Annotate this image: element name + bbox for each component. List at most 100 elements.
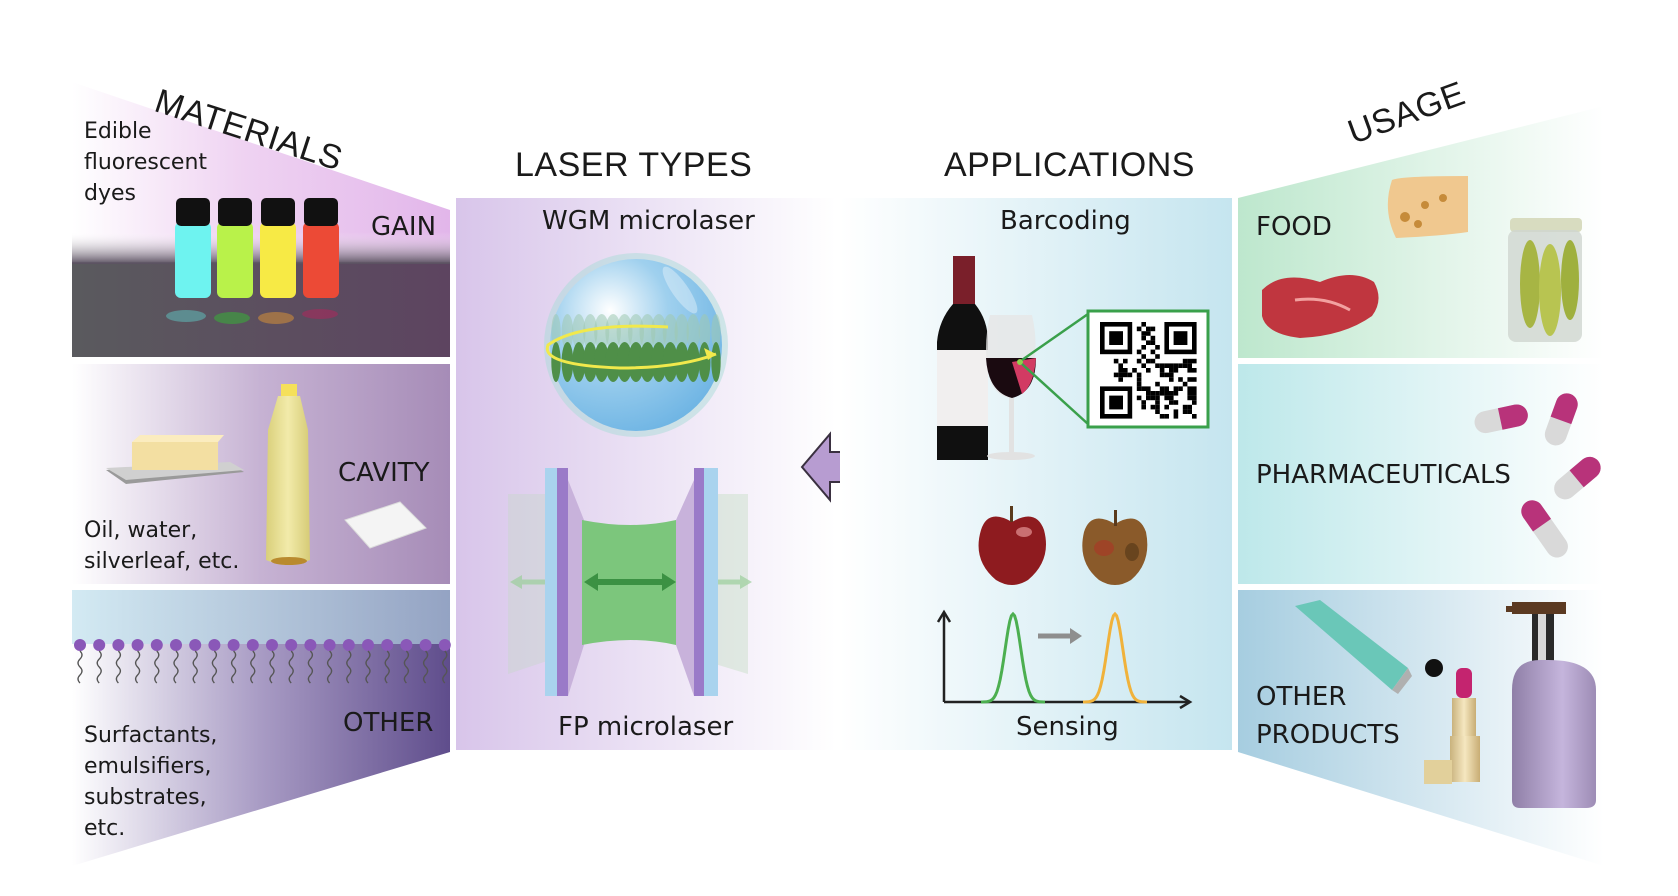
qr-module (1150, 326, 1156, 332)
surfactant-head (419, 639, 432, 651)
qr-module (1123, 358, 1128, 364)
surfactant-head (266, 639, 278, 651)
qr-module (1159, 386, 1165, 391)
silverleaf (344, 501, 427, 549)
pharmaceuticals-label: PHARMACEUTICALS (1256, 460, 1511, 490)
qr-module (1118, 363, 1123, 368)
mode-lobe-front (698, 342, 711, 382)
qr-module (1155, 345, 1160, 350)
surfactant-tail (230, 650, 237, 684)
qr-module (1146, 395, 1151, 401)
surfactant-tail (250, 650, 256, 684)
qr-code-icon (1086, 309, 1210, 429)
qr-module (1136, 395, 1142, 401)
surfactant-tail (403, 650, 410, 684)
wine-glass (986, 315, 1036, 460)
surfactant-head (227, 639, 240, 651)
qr-module (1192, 368, 1197, 373)
qr-module (1169, 368, 1174, 373)
mode-lobe-front (572, 342, 586, 382)
oil-bottle (266, 384, 310, 565)
surfactant-tail (422, 650, 429, 684)
surfactant-tail (115, 650, 122, 684)
qr-module (1164, 386, 1169, 391)
qr-module (1155, 363, 1160, 368)
mode-lobe-back (605, 314, 621, 350)
applications-panel (840, 198, 1232, 750)
qr-module (1169, 395, 1174, 401)
cheese-icon (1387, 176, 1468, 238)
qr-module (1141, 404, 1146, 410)
qr-module (1187, 358, 1192, 364)
surfactant-tail (288, 650, 294, 684)
qr-module (1187, 404, 1192, 410)
qr-module (1192, 400, 1197, 405)
qr-module (1159, 372, 1165, 378)
fp-cavity-illustration (508, 468, 752, 696)
mode-lobe-back (651, 314, 667, 350)
mode-lobe-back (674, 314, 689, 350)
qr-zoom-lines (1021, 312, 1089, 425)
applications-title: APPLICATIONS (944, 146, 1195, 184)
qr-module (1173, 409, 1179, 414)
qr-module (1187, 409, 1192, 414)
surfactant-head (150, 639, 163, 651)
surfactant-head (93, 639, 106, 651)
surfactant-head (400, 639, 413, 651)
qr-module (1146, 326, 1151, 332)
gain-label: GAIN (371, 212, 437, 242)
surfactant-head (323, 639, 336, 651)
fp-microlaser-label: FP microlaser (558, 712, 734, 742)
vial-cyan (166, 198, 211, 322)
qr-module (1173, 400, 1179, 405)
other-materials-description: Surfactants, emulsifiers, substrates, et… (84, 723, 218, 841)
surfactant-tail (269, 650, 275, 684)
qr-module (1164, 395, 1169, 401)
surfactant-head (285, 639, 298, 651)
qr-module (1192, 391, 1197, 396)
qr-module (1141, 331, 1146, 336)
mode-lobe-front (594, 342, 610, 382)
mode-lobe-back (628, 314, 644, 350)
qr-module (1155, 391, 1160, 396)
qr-module (1159, 368, 1165, 373)
qr-module (1155, 400, 1160, 405)
mode-lobe-back (561, 314, 574, 350)
qr-module (1182, 404, 1188, 410)
qr-module (1187, 377, 1192, 382)
surfactant-head (74, 639, 86, 651)
fp-output-arrows (510, 575, 752, 589)
qr-module (1155, 404, 1160, 410)
fresh-apple-icon (978, 506, 1046, 585)
qr-module (1136, 349, 1142, 355)
qr-module (1169, 400, 1174, 405)
barcoding-label: Barcoding (1000, 206, 1131, 236)
mode-lobe-back (711, 314, 721, 350)
green-peak (981, 611, 1045, 704)
mode-lobe-back (639, 314, 656, 350)
vial-red (302, 198, 339, 319)
qr-module (1159, 363, 1165, 368)
qr-module (1169, 372, 1174, 378)
surfactant-tail (96, 650, 102, 684)
qr-module (1146, 331, 1151, 336)
mode-lobe-front (651, 342, 667, 382)
wine-bottle (937, 256, 988, 460)
qr-module (1136, 358, 1142, 364)
surfactant-tail (154, 650, 160, 684)
surfactant-tail (211, 650, 218, 684)
surfactant-tail (192, 650, 198, 684)
qr-module (1150, 391, 1156, 396)
pickle-jar-icon (1508, 218, 1582, 342)
qr-module (1146, 386, 1151, 391)
qr-module (1169, 377, 1174, 382)
surfactant-tail (384, 650, 390, 684)
rotten-apple-icon (1082, 510, 1148, 585)
surfactant-head (304, 639, 317, 651)
qr-module (1132, 368, 1137, 373)
qr-module (1173, 368, 1179, 373)
qr-module (1173, 414, 1179, 419)
qr-module (1173, 363, 1179, 368)
mode-lobe-front (711, 342, 721, 382)
